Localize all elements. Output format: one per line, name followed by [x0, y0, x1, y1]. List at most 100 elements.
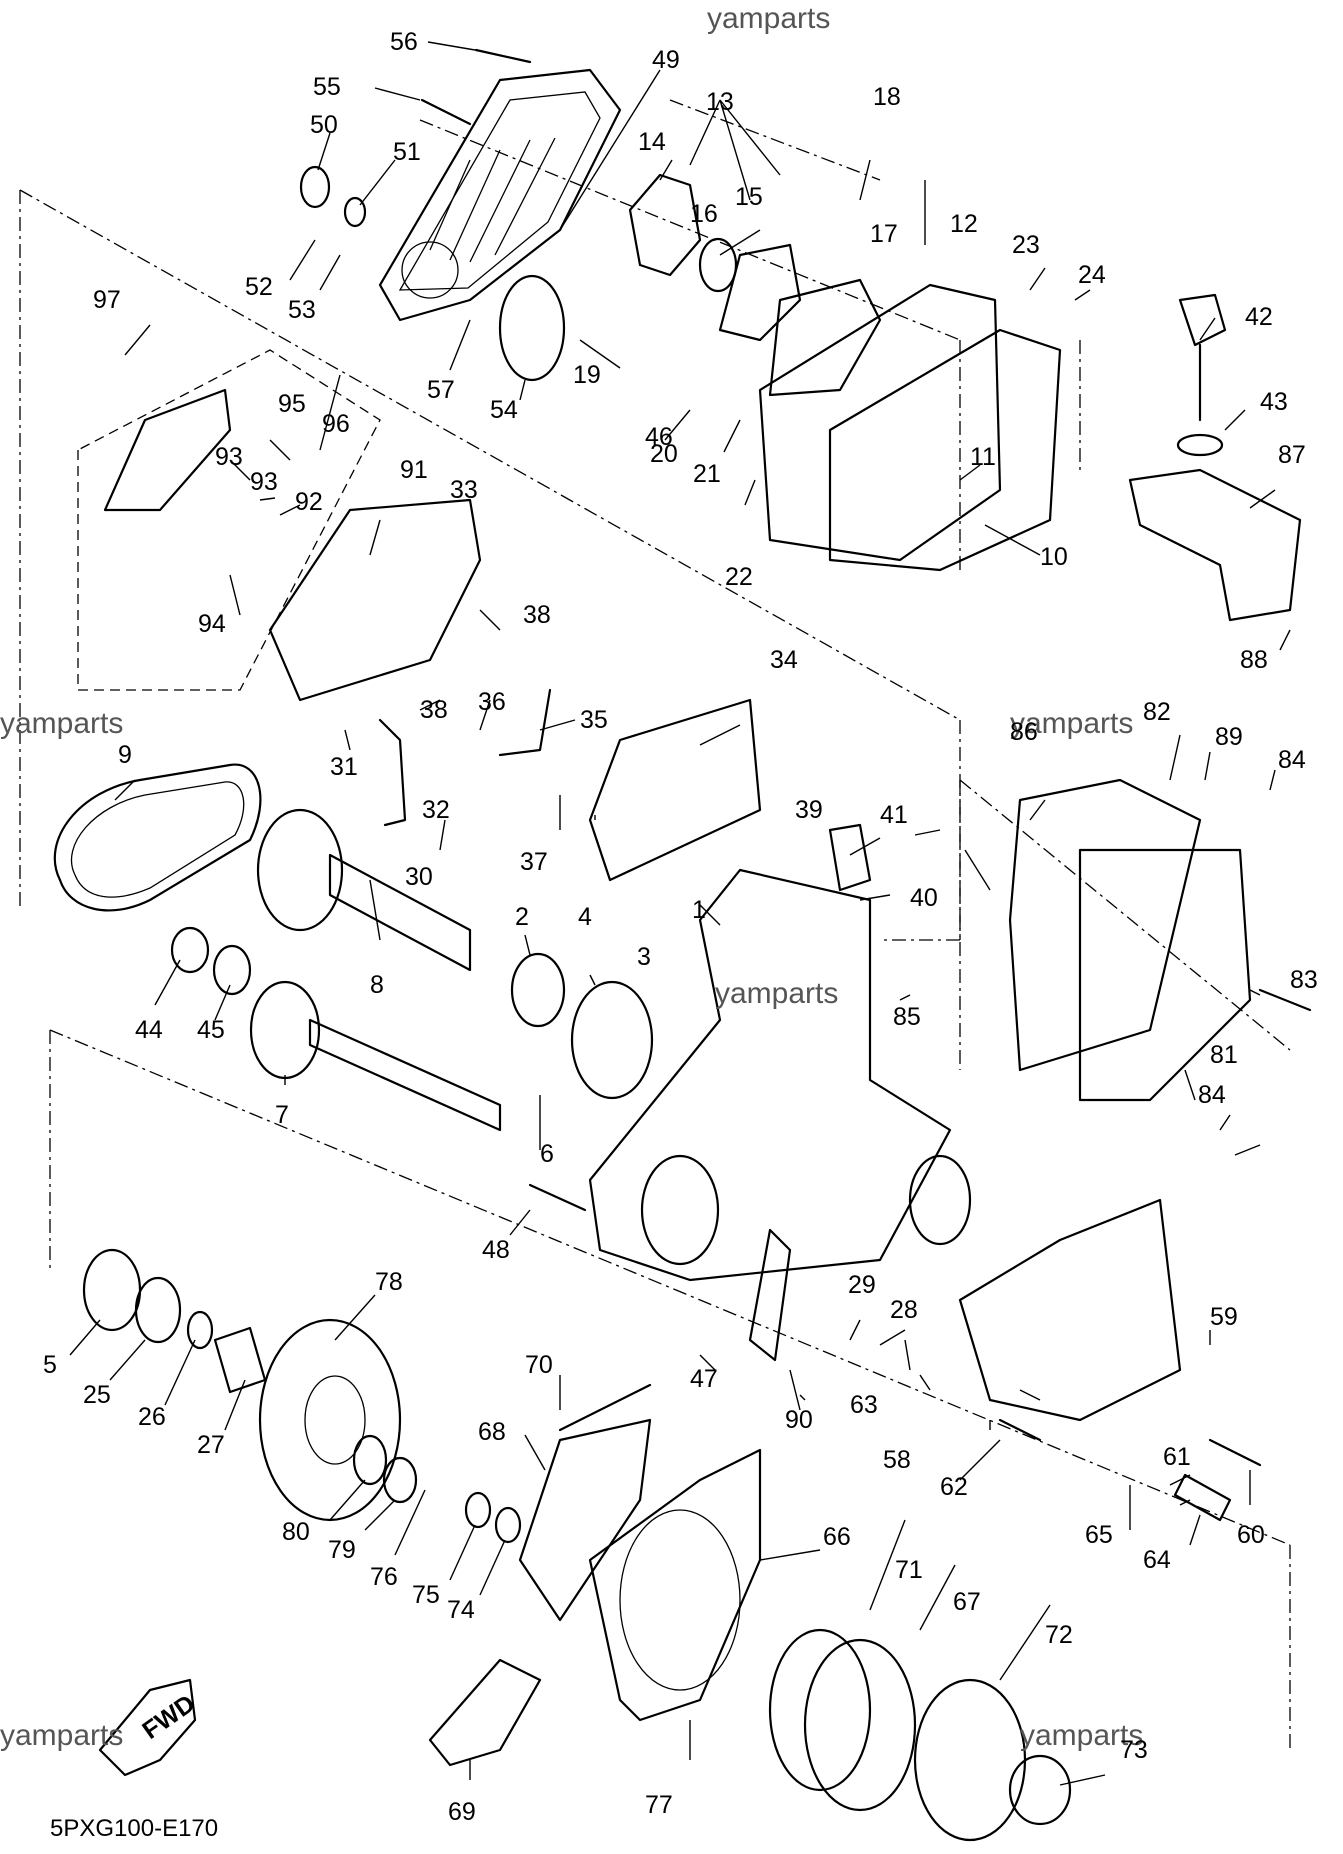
part-75-washer	[464, 1491, 492, 1529]
callout-15: 15	[735, 183, 763, 211]
callout-44: 44	[135, 1016, 163, 1044]
part-7-gear	[249, 980, 321, 1080]
part-44-nut	[170, 926, 210, 974]
callout-36: 36	[478, 688, 506, 716]
callout-71: 71	[895, 1556, 923, 1584]
callout-49: 49	[652, 46, 680, 74]
part-87-bracket	[1128, 468, 1302, 622]
callout-86: 86	[1010, 718, 1038, 746]
callout-11: 11	[970, 443, 996, 471]
callout-40: 40	[910, 884, 938, 912]
callout-93: 93	[215, 443, 243, 471]
callout-53: 53	[288, 296, 316, 324]
callout-84b: 84	[1198, 1081, 1226, 1109]
diagram-code: 5PXG100-E170	[50, 1815, 218, 1842]
callout-28: 28	[890, 1296, 918, 1324]
callout-26: 26	[138, 1403, 166, 1431]
callout-37: 37	[520, 848, 548, 876]
callout-72: 72	[1045, 1621, 1073, 1649]
callout-50: 50	[310, 111, 338, 139]
callout-23: 23	[1012, 231, 1040, 259]
callout-7: 7	[275, 1101, 289, 1129]
leader-lines	[69, 41, 1291, 1786]
callout-42: 42	[1245, 303, 1273, 331]
callout-3: 3	[637, 943, 651, 971]
callout-9: 9	[118, 741, 132, 769]
callout-64: 64	[1143, 1546, 1171, 1574]
callout-14: 14	[638, 128, 666, 156]
callout-65: 65	[1085, 1521, 1113, 1549]
part-73-cap	[1008, 1754, 1072, 1826]
section-boundaries	[19, 99, 1291, 1750]
part-78-pulley	[258, 1318, 402, 1522]
callout-1: 1	[692, 896, 706, 924]
callout-57: 57	[427, 376, 455, 404]
callout-38: 38	[523, 601, 551, 629]
part-64-sleeve	[1173, 1473, 1232, 1522]
part-66-cover	[588, 1448, 762, 1722]
callout-90: 90	[785, 1406, 813, 1434]
callout-84: 84	[1278, 746, 1306, 774]
callout-48: 48	[482, 1236, 510, 1264]
callout-61: 61	[1163, 1443, 1191, 1471]
watermark: yamparts	[715, 977, 838, 1010]
callout-83: 83	[1290, 966, 1318, 994]
callout-51: 51	[393, 138, 421, 166]
callout-89: 89	[1215, 723, 1243, 751]
callout-30: 30	[405, 863, 433, 891]
part-91-guard	[103, 388, 232, 512]
part-70-pin	[558, 1383, 652, 1432]
callout-82: 82	[1143, 698, 1171, 726]
part-72-cover	[913, 1678, 1027, 1842]
callout-12: 12	[950, 210, 978, 238]
part-34-gasket	[588, 698, 762, 882]
part-39-fitting	[828, 823, 872, 892]
callout-88: 88	[1240, 646, 1268, 674]
callout-32: 32	[422, 796, 450, 824]
callout-85: 85	[893, 1003, 921, 1031]
callout-76: 76	[370, 1563, 398, 1591]
part-45-washer	[212, 944, 252, 996]
callout-96: 96	[322, 410, 350, 438]
callout-94: 94	[198, 610, 226, 638]
callout-73: 73	[1120, 1736, 1148, 1764]
callout-labels: 1 2 3 4 5 6 7 8 9 10 11 12 13 14 15 16 1…	[43, 28, 1318, 1826]
callout-67: 67	[953, 1588, 981, 1616]
callout-19: 19	[573, 361, 601, 389]
part-49-cover	[378, 68, 622, 322]
callout-91: 91	[400, 456, 428, 484]
part-60-bolt	[1208, 1438, 1262, 1467]
part-67-seal	[803, 1638, 917, 1812]
callout-54: 54	[490, 396, 518, 424]
part-8-gear	[256, 808, 344, 932]
callout-8: 8	[370, 971, 384, 999]
callout-56: 56	[390, 28, 418, 56]
callout-97: 97	[93, 286, 121, 314]
callout-92: 92	[295, 488, 323, 516]
part-71-seal	[768, 1628, 872, 1792]
callout-45: 45	[197, 1016, 225, 1044]
callout-17: 17	[870, 220, 898, 248]
watermark: yamparts	[707, 2, 830, 35]
part-5-bearing	[82, 1248, 142, 1332]
part-81-gasket	[1078, 848, 1252, 1102]
part-12-case-cover	[758, 283, 1002, 562]
callout-59: 59	[1210, 1303, 1238, 1331]
callout-27: 27	[197, 1431, 225, 1459]
callout-78: 78	[375, 1268, 403, 1296]
callout-22: 22	[725, 563, 753, 591]
part-79-nut	[382, 1456, 418, 1504]
watermark: yamparts	[1020, 1719, 1143, 1752]
part-30-pipe	[378, 718, 407, 827]
callout-20: 20	[650, 440, 678, 468]
part-48-bolt	[528, 1183, 587, 1212]
callout-81: 81	[1210, 1041, 1238, 1069]
callout-74: 74	[447, 1596, 475, 1624]
part-42-dipstick	[1178, 293, 1227, 422]
callout-77: 77	[645, 1791, 673, 1819]
part-54-oring	[498, 274, 566, 382]
part-68-guide	[518, 1418, 652, 1622]
callout-18: 18	[873, 83, 901, 111]
part-10-gasket	[828, 328, 1062, 572]
part-55-bolt	[420, 98, 472, 126]
